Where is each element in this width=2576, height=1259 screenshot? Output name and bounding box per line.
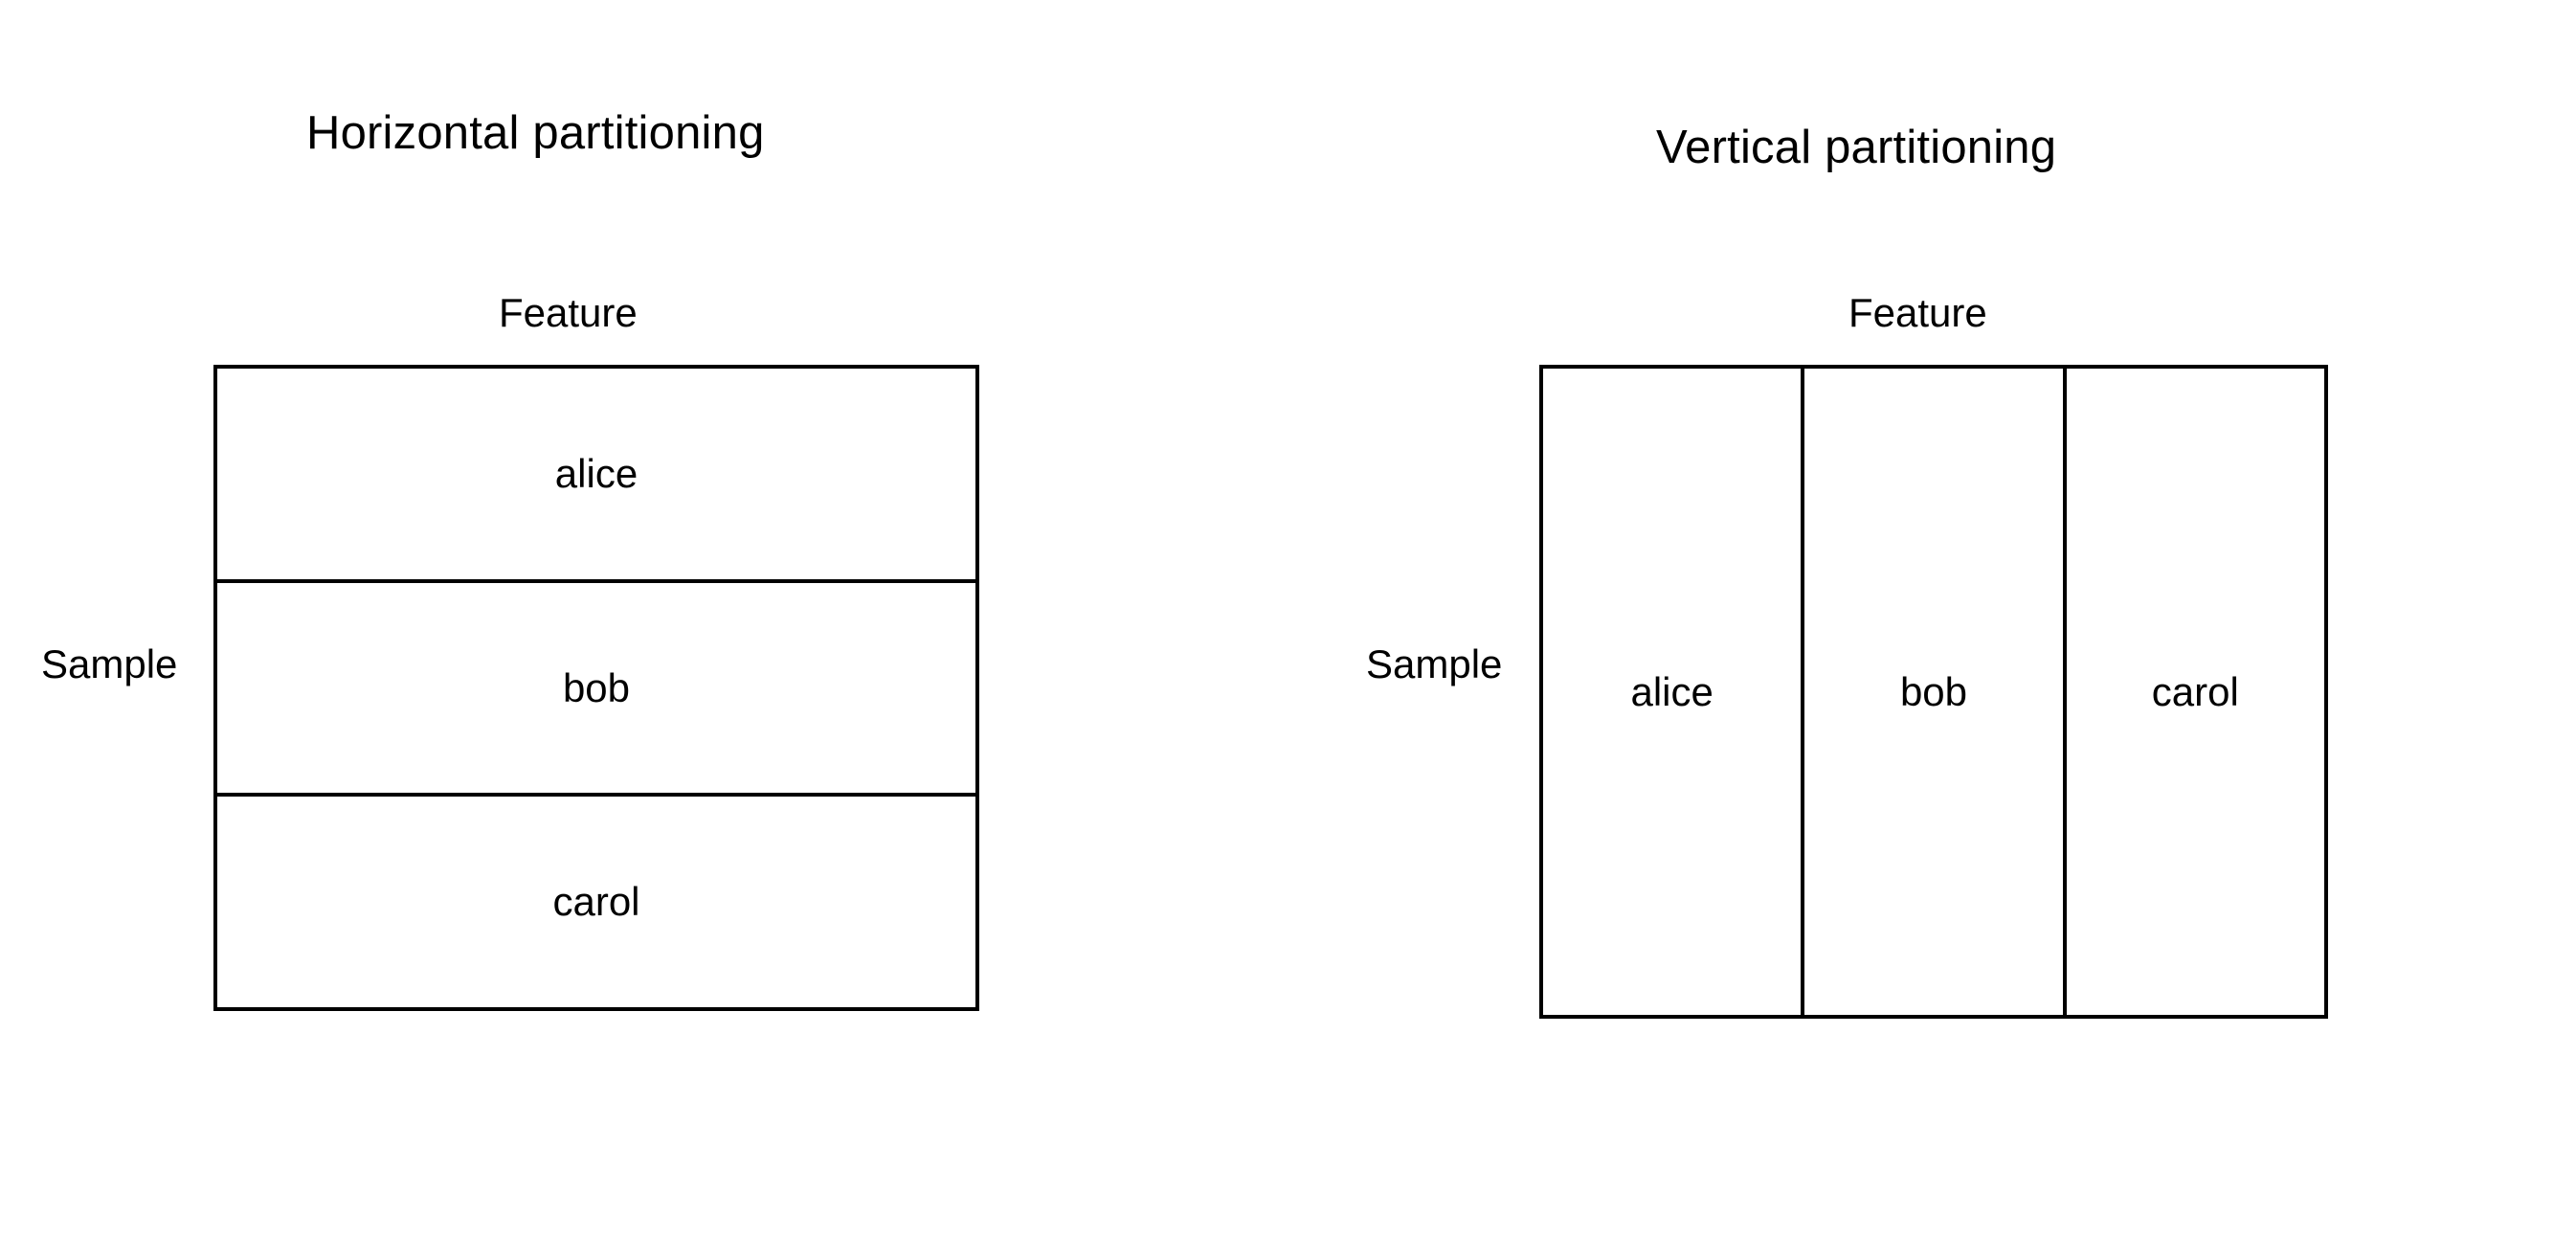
partition-column-alice: alice — [1543, 369, 1805, 1015]
panel-title-vertical-partitioning: Vertical partitioning — [1656, 122, 2057, 173]
panel-title-horizontal-partitioning: Horizontal partitioning — [306, 107, 765, 159]
matrix-horizontal-partitioning: alice bob carol — [213, 365, 979, 1011]
partition-label-bob: bob — [1899, 668, 1968, 714]
axis-label-feature-horizontal: Feature — [499, 290, 638, 335]
axis-label-sample-horizontal: Sample — [41, 641, 178, 686]
axis-label-sample-vertical: Sample — [1366, 641, 1503, 686]
matrix-vertical-partitioning: alice bob carol — [1539, 365, 2328, 1019]
partition-row-carol: carol — [217, 797, 975, 1007]
partition-label-bob: bob — [562, 664, 631, 710]
partition-row-bob: bob — [217, 583, 975, 798]
partition-column-carol: carol — [2067, 369, 2324, 1015]
panel-horizontal-partitioning: Horizontal partitioning Feature Sample a… — [41, 107, 979, 1011]
partition-label-alice: alice — [1630, 668, 1714, 714]
partition-row-alice: alice — [217, 369, 975, 583]
axis-label-feature-vertical: Feature — [1848, 290, 1987, 335]
partition-column-bob: bob — [1804, 369, 2067, 1015]
partition-label-carol: carol — [2151, 668, 2239, 714]
partition-label-alice: alice — [554, 450, 638, 496]
panel-vertical-partitioning: Vertical partitioning Feature — [1288, 0, 2576, 1259]
partition-label-carol: carol — [552, 879, 640, 925]
